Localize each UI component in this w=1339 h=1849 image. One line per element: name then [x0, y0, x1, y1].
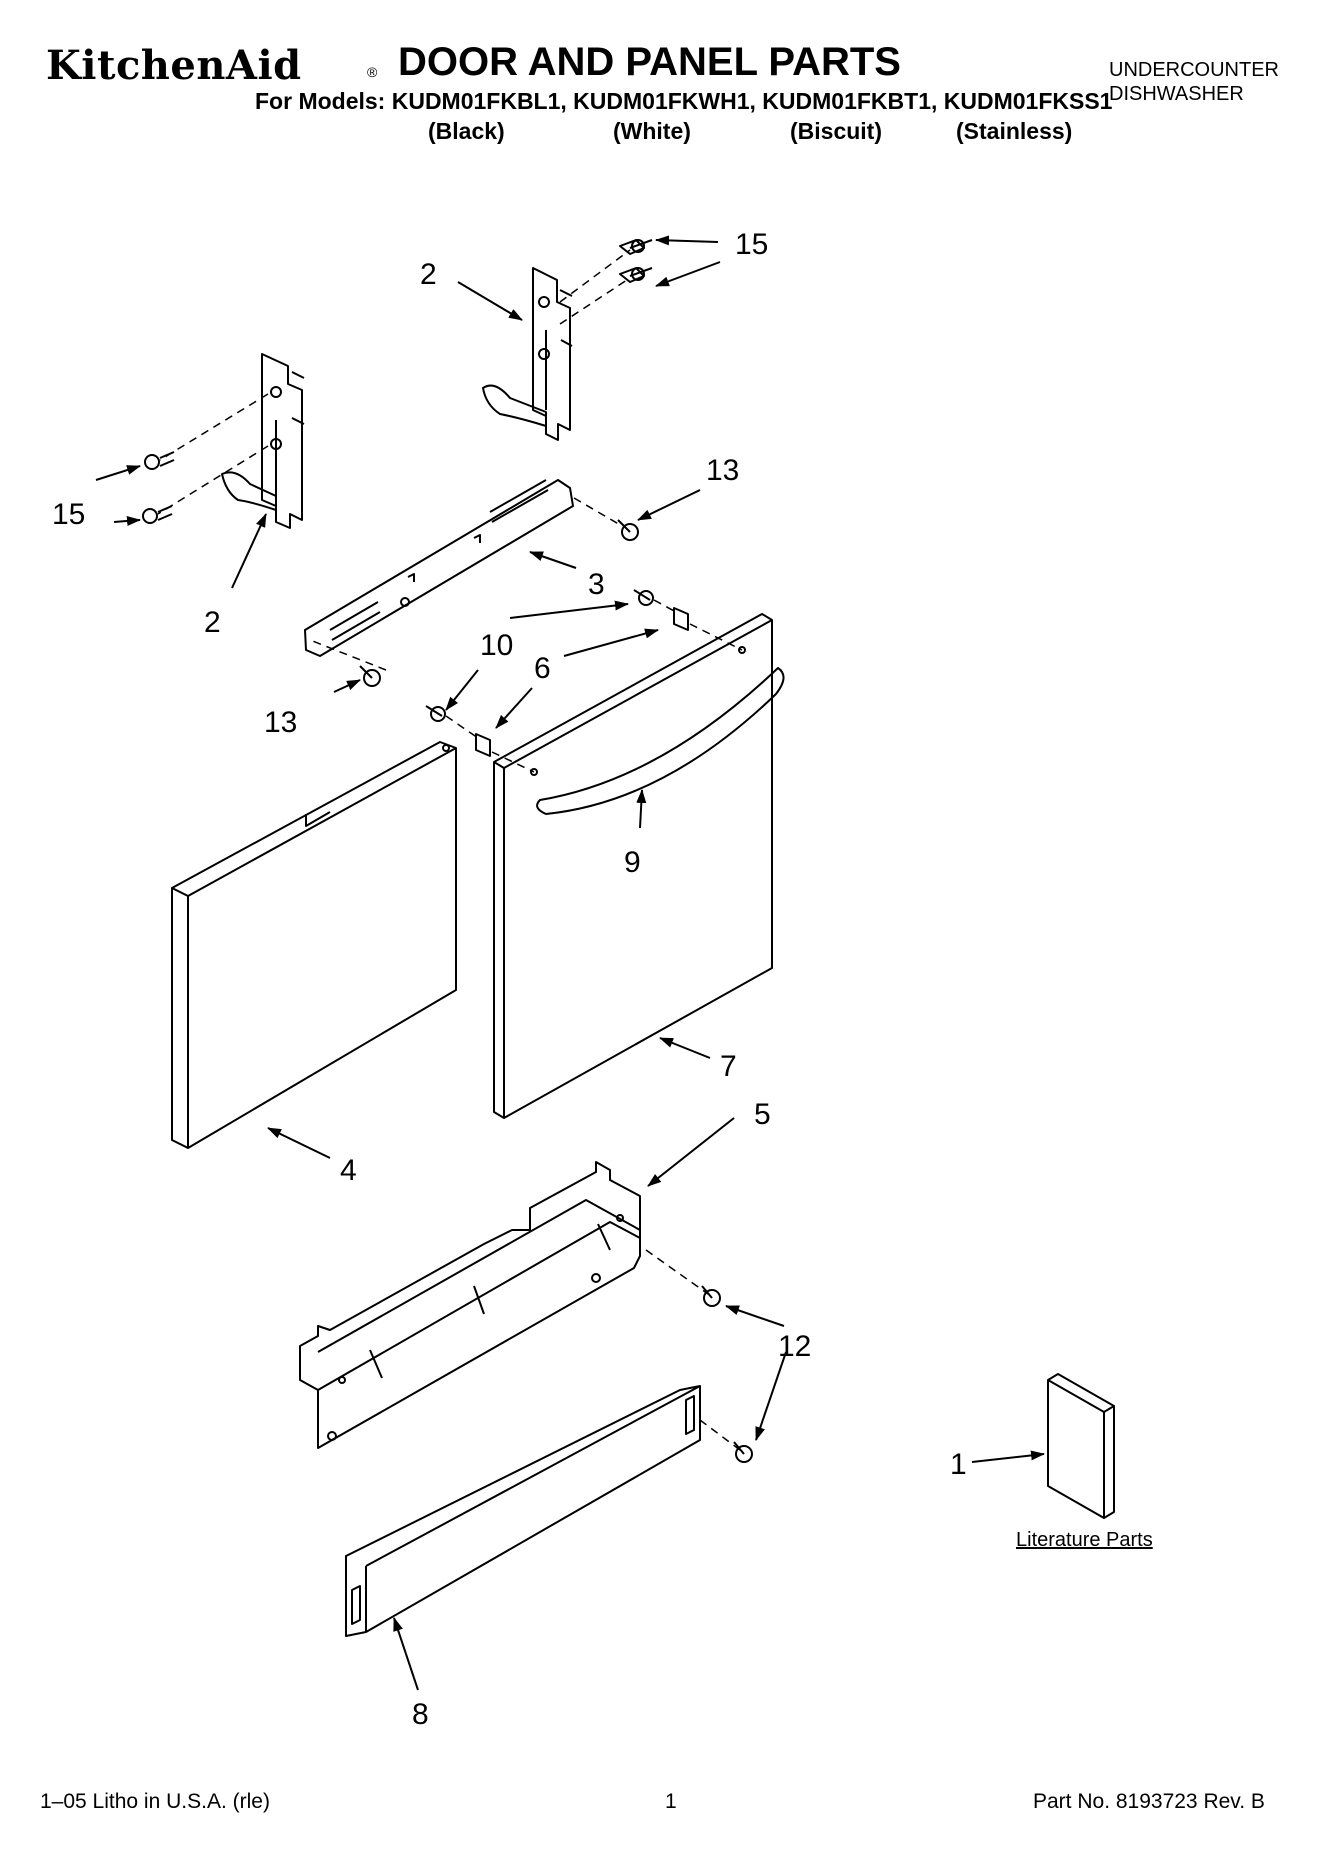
callout-3: 3 — [588, 568, 605, 601]
screw-13-left — [359, 665, 381, 687]
clip-6-left — [475, 733, 491, 757]
screw-15-left-lower — [142, 505, 173, 524]
toe-panel — [299, 1161, 641, 1449]
callout-9: 9 — [624, 846, 641, 879]
door-handle — [536, 667, 785, 815]
literature-booklet — [1047, 1373, 1115, 1519]
callout-2-upper: 2 — [420, 258, 437, 291]
screw-13-right — [617, 519, 639, 541]
leader-arrows — [95, 235, 1045, 1691]
callout-13-left: 13 — [264, 706, 297, 739]
screw-10-right — [633, 589, 654, 606]
screw-15-lower — [619, 267, 653, 283]
footer-print-info: 1–05 Litho in U.S.A. (rle) — [40, 1790, 270, 1813]
literature-parts-label: Literature Parts — [1016, 1529, 1153, 1551]
screw-10-left — [425, 705, 446, 722]
callout-12: 12 — [778, 1330, 811, 1363]
category-line-2: DISHWASHER — [1109, 83, 1244, 105]
registered-mark: ® — [367, 64, 378, 80]
color-white: (White) — [613, 118, 691, 144]
kick-plate — [345, 1385, 701, 1637]
callout-2-lower: 2 — [204, 606, 221, 639]
color-biscuit: (Biscuit) — [790, 118, 882, 144]
appliance-category: UNDERCOUNTER DISHWASHER — [1109, 58, 1279, 106]
screw-12-lower — [733, 1441, 753, 1463]
callout-15-upper: 15 — [735, 228, 768, 261]
screw-12-upper — [701, 1285, 721, 1307]
category-line-1: UNDERCOUNTER — [1109, 59, 1279, 81]
color-black: (Black) — [428, 118, 505, 144]
door-panel-left — [171, 741, 457, 1149]
callout-10: 10 — [480, 629, 513, 662]
page-number: 1 — [665, 1790, 677, 1813]
door-bracket-left — [221, 353, 305, 529]
screw-15-upper — [619, 239, 653, 255]
callout-7: 7 — [720, 1050, 737, 1083]
clip-6-right — [673, 607, 689, 631]
part-number: Part No. 8193723 Rev. B — [1033, 1790, 1265, 1813]
page-title: DOOR AND PANEL PARTS — [398, 40, 901, 84]
color-stainless: (Stainless) — [956, 118, 1073, 144]
callout-13-right: 13 — [706, 454, 739, 487]
callout-8: 8 — [412, 1698, 429, 1731]
door-panel-right — [493, 613, 773, 1119]
alignment-lines — [157, 249, 743, 1451]
callout-4: 4 — [340, 1154, 357, 1187]
callout-1: 1 — [950, 1448, 967, 1481]
callout-6: 6 — [534, 652, 551, 685]
callout-5: 5 — [754, 1098, 771, 1131]
model-list: For Models: KUDM01FKBL1, KUDM01FKWH1, KU… — [255, 88, 1113, 114]
mounting-rail — [304, 479, 574, 657]
brand-logo: KitchenAid — [46, 42, 302, 89]
door-bracket-right — [482, 267, 573, 441]
callout-15-lower: 15 — [52, 498, 85, 531]
